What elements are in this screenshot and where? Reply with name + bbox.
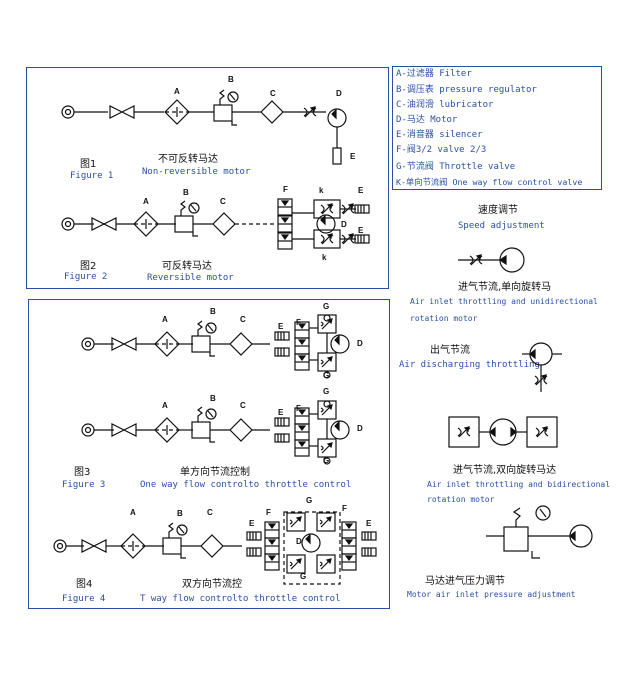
label-e: E	[278, 322, 284, 331]
inlet-bi-cn: 进气节流,双向旋转马达	[453, 465, 557, 476]
label-g: G	[323, 456, 330, 465]
legend-frame	[392, 66, 602, 190]
inlet-bi-en1: Air inlet throttling and bidirectional	[427, 480, 611, 489]
legend-item: K-单向节流阀 One way flow control valve	[396, 177, 583, 187]
pressure-adjust-symbol	[486, 505, 593, 559]
fig4-number-en: Figure 4	[62, 594, 106, 604]
inlet-bi-en2: rotation motor	[427, 495, 495, 504]
label-c: C	[270, 89, 276, 98]
label-b: B	[183, 188, 189, 197]
fig2-title-en: Reversible motor	[147, 273, 234, 283]
label-e: E	[278, 408, 284, 417]
label-c: C	[240, 401, 246, 410]
discharge-cn: 出气节流	[430, 345, 470, 356]
legend-item: D-马达 Motor	[396, 115, 458, 125]
label-c: C	[220, 197, 226, 206]
figure-3-4-frame	[28, 299, 390, 609]
inlet-uni-en1: Air inlet throttling and unidirectional	[410, 297, 598, 306]
fig4-number-cn: 图4	[76, 579, 93, 590]
label-g: G	[323, 371, 330, 380]
label-k: k	[319, 186, 324, 195]
label-e: E	[358, 186, 364, 195]
fig2-title-cn: 可反转马达	[162, 261, 212, 272]
fig1-number-cn: 图1	[80, 159, 97, 170]
label-k: k	[322, 253, 327, 262]
legend-item: F-阀3/2 valve 2/3	[396, 145, 487, 155]
figure-2-circuit	[61, 198, 370, 250]
fig4-title-cn: 双方向节流控	[182, 579, 242, 590]
label-e: E	[350, 152, 356, 161]
label-g: G	[323, 302, 330, 311]
label-c: C	[240, 315, 246, 324]
fig3-number-en: Figure 3	[62, 480, 106, 490]
fig2-number-cn: 图2	[80, 261, 97, 272]
fig1-title-cn: 不可反转马达	[158, 154, 218, 165]
label-d: D	[357, 424, 363, 433]
label-a: A	[130, 508, 136, 517]
label-f: F	[266, 508, 271, 517]
fig2-number-en: Figure 2	[64, 272, 108, 282]
figure-4-circuit	[53, 511, 377, 585]
inlet-uni-en2: rotation motor	[410, 314, 478, 323]
legend-item: E-消音器 silencer	[396, 130, 483, 140]
bidirectional-inlet-symbol	[448, 416, 558, 448]
label-e: E	[249, 519, 255, 528]
label-g: G	[306, 496, 313, 505]
fig3-title-en: One way flow controlto throttle control	[140, 480, 352, 490]
fig1-number-en: Figure 1	[70, 171, 114, 181]
figure-3-circuit	[81, 314, 350, 379]
label-a: A	[174, 87, 180, 96]
label-g: G	[323, 387, 330, 396]
label-b: B	[210, 394, 216, 403]
label-g: G	[300, 572, 307, 581]
fig3-title-cn: 单方向节流控制	[180, 467, 250, 478]
discharge-throttle-symbol	[522, 342, 562, 392]
fig1-title-en: Non-reversible motor	[142, 167, 251, 177]
label-a: A	[162, 315, 168, 324]
figure-3-circuit-row-2	[81, 400, 350, 465]
figure-1-2-frame	[26, 67, 389, 289]
label-b: B	[228, 75, 234, 84]
label-f: F	[342, 504, 347, 513]
label-a: A	[162, 401, 168, 410]
label-a: A	[143, 197, 149, 206]
label-b: B	[210, 307, 216, 316]
discharge-en: Air discharging throttling	[399, 360, 540, 370]
legend-item: A-过滤器 Filter	[396, 69, 472, 79]
label-e: E	[366, 519, 372, 528]
label-b: B	[177, 509, 183, 518]
pressure-en: Motor air inlet pressure adjustment	[407, 590, 576, 599]
speed-title-en: Speed adjustment	[458, 221, 545, 231]
label-d: D	[336, 89, 342, 98]
legend-item: C-油润滑 lubricator	[396, 100, 494, 110]
speed-adjust-symbol	[458, 247, 525, 273]
fig4-title-en: T way flow controlto throttle control	[140, 594, 341, 604]
pressure-cn: 马达进气压力调节	[425, 576, 505, 587]
fig3-number-cn: 图3	[74, 467, 91, 478]
label-e: E	[358, 226, 364, 235]
label-c: C	[207, 508, 213, 517]
label-f: F	[283, 185, 288, 194]
legend-item: G-节流阀 Throttle valve	[396, 162, 516, 172]
figure-1-circuit	[61, 89, 347, 165]
inlet-uni-cn: 进气节流,单向旋转马	[458, 282, 552, 293]
legend-item: B-调压表 pressure regulator	[396, 85, 537, 95]
label-d: D	[357, 339, 363, 348]
label-d: D	[296, 537, 302, 546]
speed-title-cn: 速度调节	[478, 205, 518, 216]
label-d: D	[341, 220, 347, 229]
